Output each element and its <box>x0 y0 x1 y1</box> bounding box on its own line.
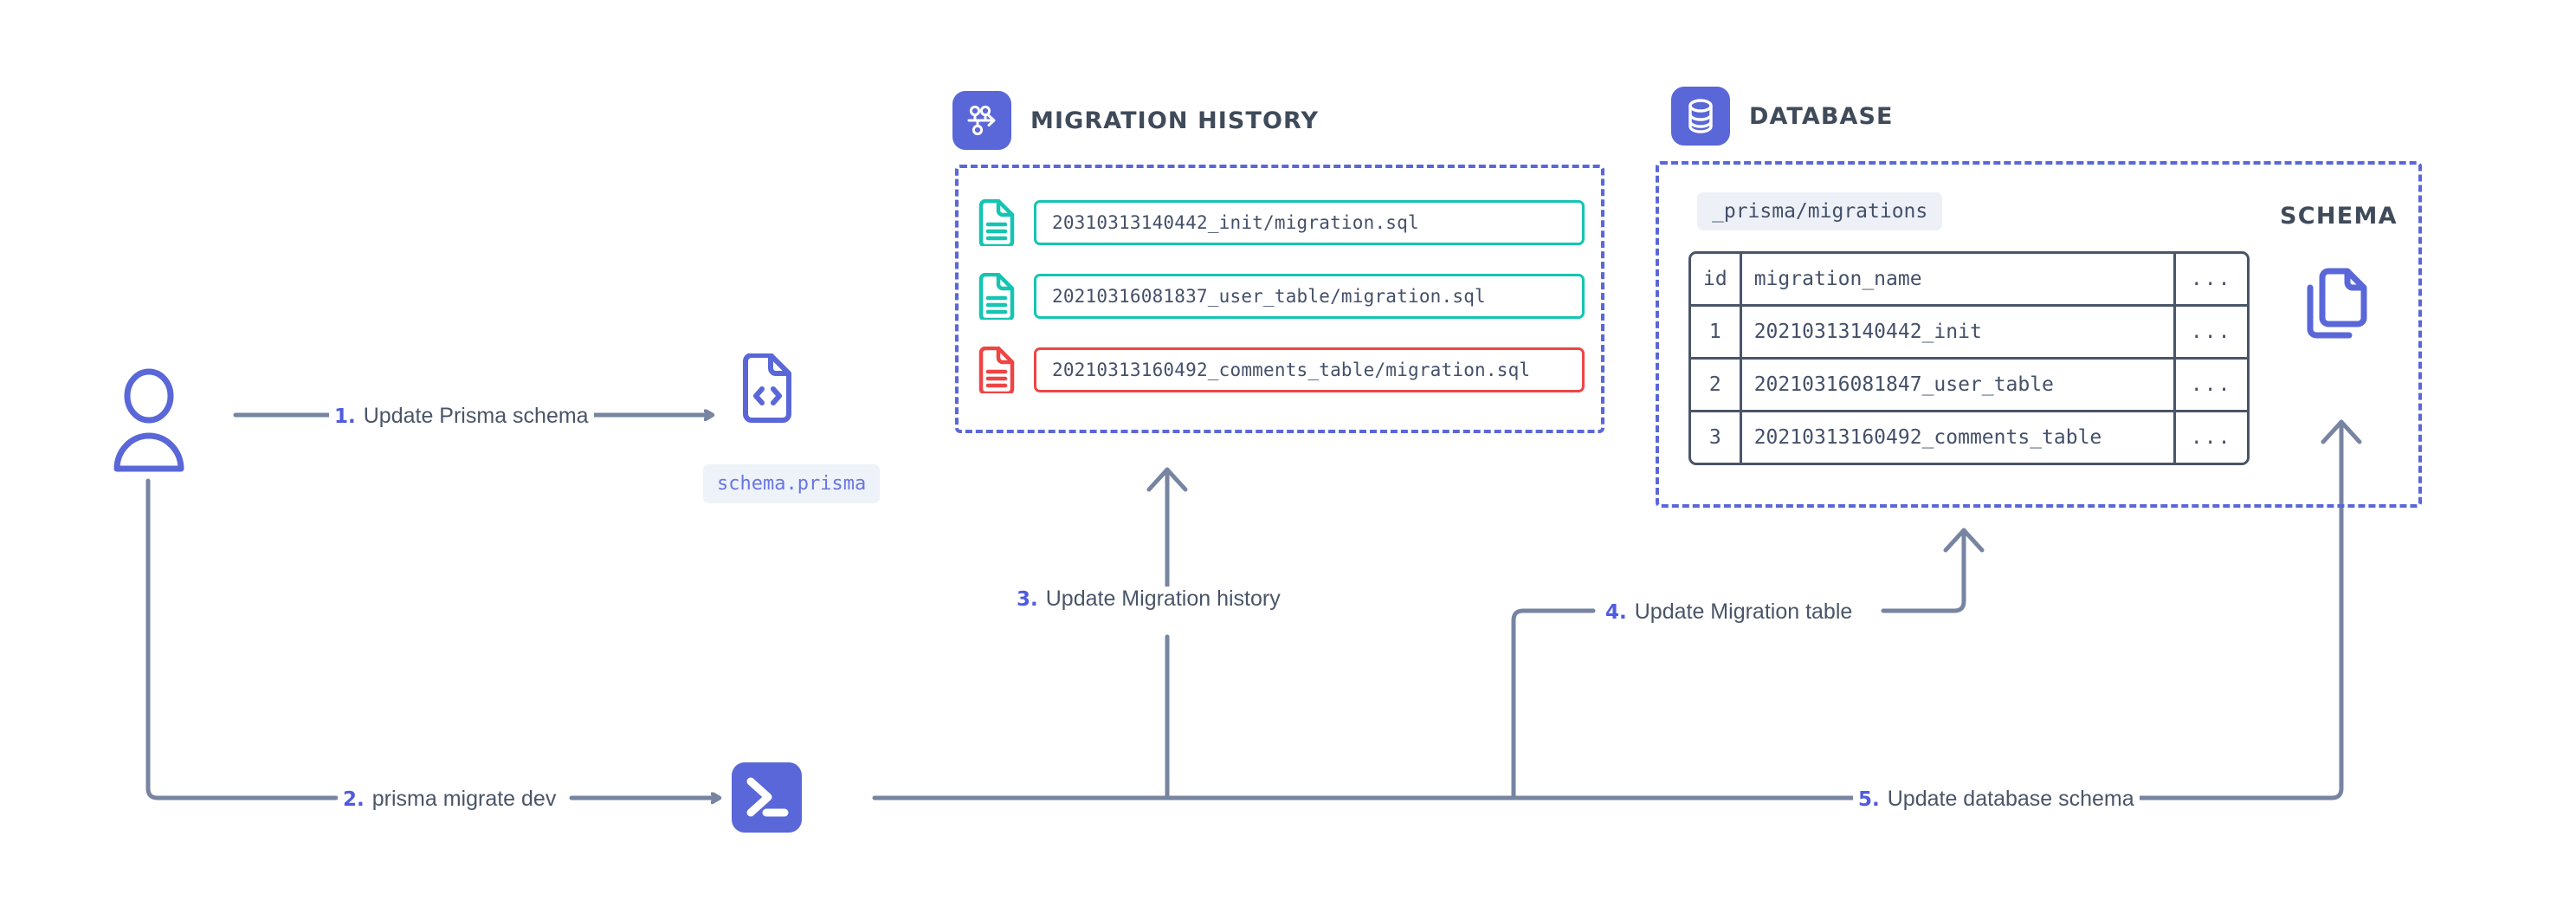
migration-history-header: MIGRATION HISTORY <box>952 91 1319 150</box>
step-label-3: 3. Update Migration history <box>1011 587 1286 612</box>
row-more[interactable]: ... <box>2190 426 2232 449</box>
user-avatar-icon <box>113 368 184 472</box>
row-migration-name: 20210313160492_comments_table <box>1742 412 2176 463</box>
migration-file-name: 20210316081837_user_table/migration.sql <box>1052 286 1486 307</box>
schema-documents <box>2289 267 2376 358</box>
row-more[interactable]: ... <box>2175 360 2247 412</box>
code-file-icon <box>743 353 791 423</box>
step-text: prisma migrate dev <box>371 787 557 811</box>
step-number: 3. <box>1017 588 1038 611</box>
documents-copy-icon <box>2307 268 2367 339</box>
step-label-5: 5. Update database schema <box>1853 787 2140 812</box>
migration-history-panel <box>955 165 1604 433</box>
row-more[interactable]: ... <box>2175 307 2247 360</box>
step-label-2: 2. prisma migrate dev <box>338 787 562 812</box>
migration-file-name: 20210313160492_comments_table/migration.… <box>1052 360 1531 380</box>
row-migration-name: 20210316081847_user_table <box>1741 360 2176 412</box>
schema-label: SCHEMA <box>2280 203 2398 230</box>
migrations-table: id migration_name ... 1 20210313140442_i… <box>1688 251 2250 465</box>
step-text: Update Migration table <box>1634 600 1853 624</box>
migration-file-pill[interactable]: 20210313160492_comments_table/migration.… <box>1034 347 1585 392</box>
schema-prisma-file[interactable] <box>740 353 794 427</box>
migration-file-name: 20310313140442_init/migration.sql <box>1052 212 1419 233</box>
migration-file-pill[interactable]: 20310313140442_init/migration.sql <box>1034 200 1585 245</box>
connector-step-3 <box>1146 467 1188 801</box>
migration-file-row[interactable]: 20210316081837_user_table/migration.sql <box>978 273 1585 320</box>
table-row[interactable]: 3 20210313160492_comments_table ... <box>1691 412 2247 463</box>
migration-file-pill[interactable]: 20210316081837_user_table/migration.sql <box>1034 274 1585 319</box>
row-id: 1 <box>1691 307 1742 360</box>
table-row[interactable]: 2 20210316081847_user_table ... <box>1691 360 2247 412</box>
user-avatar <box>108 368 190 476</box>
migration-file-row[interactable]: 20210313160492_comments_table/migration.… <box>978 347 1585 393</box>
migration-file-row[interactable]: 20310313140442_init/migration.sql <box>978 199 1585 246</box>
row-migration-name: 20210313140442_init <box>1741 307 2176 360</box>
schema-prisma-label: schema.prisma <box>703 464 881 503</box>
row-id: 3 <box>1691 412 1742 463</box>
step-number: 5. <box>1858 788 1880 811</box>
file-document-icon <box>978 199 1015 246</box>
column-header-more: ... <box>2175 254 2247 307</box>
migration-history-badge <box>952 91 1011 150</box>
terminal-badge[interactable] <box>732 762 802 833</box>
connector-step-2 <box>145 478 719 798</box>
column-header-id: id <box>1691 254 1742 307</box>
database-icon <box>1688 99 1713 133</box>
step-label-1: 1. Update Prisma schema <box>329 404 594 429</box>
database-panel <box>1656 161 2422 508</box>
prisma-migrations-chip-wrap: _prisma/migrations <box>1697 192 1943 230</box>
database-header: DATABASE <box>1671 87 1894 146</box>
migration-branch-icon <box>967 105 996 136</box>
step-text: Update Migration history <box>1045 587 1281 611</box>
step-number: 2. <box>343 788 365 811</box>
row-id: 2 <box>1691 360 1742 412</box>
migration-history-title: MIGRATION HISTORY <box>1030 107 1320 134</box>
file-document-icon <box>978 347 1015 393</box>
step-text: Update Prisma schema <box>363 404 589 428</box>
table-header-row: id migration_name ... <box>1691 254 2247 307</box>
step-number: 4. <box>1605 601 1627 624</box>
file-document-icon <box>978 273 1015 320</box>
step-label-4: 4. Update Migration table <box>1600 600 1858 625</box>
connector-step-4 <box>1511 528 1985 801</box>
step-number: 1. <box>334 405 356 428</box>
table-row[interactable]: 1 20210313140442_init ... <box>1691 307 2247 360</box>
step-text: Update database schema <box>1887 787 2134 811</box>
database-title: DATABASE <box>1749 102 1894 130</box>
terminal-icon <box>746 777 789 817</box>
prisma-migrations-chip: _prisma/migrations <box>1697 192 1943 230</box>
column-header-migration-name: migration_name <box>1741 254 2176 307</box>
database-badge <box>1671 87 1730 146</box>
